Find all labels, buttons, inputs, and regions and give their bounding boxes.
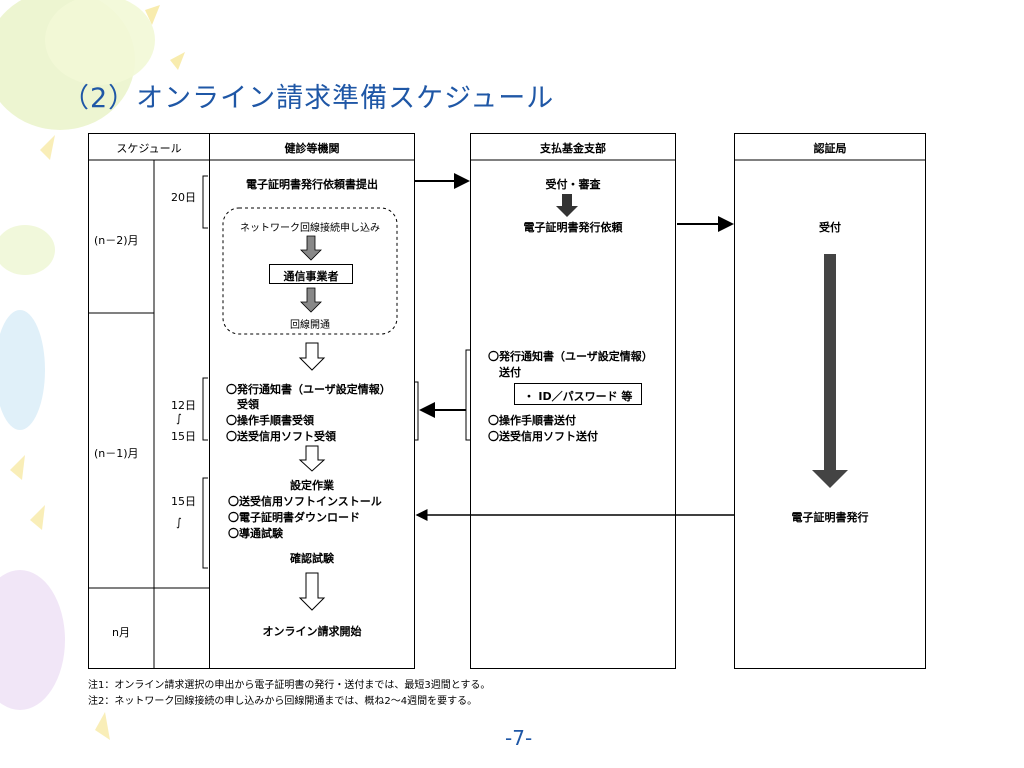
dark-arrow-down (556, 194, 578, 217)
clinic-soft: 〇送受信用ソフト受領 (226, 430, 336, 443)
carrier-box (269, 264, 353, 284)
clinic-test: 〇導通試験 (228, 527, 283, 540)
clinic-header-line (209, 159, 415, 161)
month-n-minus-2: (n－2)月 (94, 234, 139, 247)
gray-arrow-down (300, 287, 322, 313)
ca-issue: 電子証明書発行 (791, 511, 869, 524)
schedule-grid (88, 159, 210, 669)
clinic-manual: 〇操作手順書受領 (226, 414, 314, 427)
page-number: -7- (505, 726, 533, 750)
ca-receive: 受付 (819, 221, 841, 234)
clinic-notice: 〇発行通知書（ユーザ設定情報） (226, 383, 391, 396)
note-1: 注1：オンライン請求選択の申出から電子証明書の発行・送付までは、最短3週間とする… (88, 680, 491, 691)
clinic-start: オンライン請求開始 (262, 625, 362, 638)
bracket-clinic-right (414, 381, 419, 441)
carrier-label: 通信事業者 (283, 270, 339, 283)
clinic-notice-receive: 受領 (226, 398, 259, 411)
fund-header: 支払基金支部 (540, 142, 606, 155)
idpw-box (514, 383, 642, 405)
ca-header: 認証局 (813, 142, 847, 155)
clinic-line-open: 回線開通 (290, 320, 330, 331)
fund-notice: 〇発行通知書（ユーザ設定情報） (488, 350, 653, 363)
clinic-download: 〇電子証明書ダウンロード (228, 511, 360, 524)
tilde-mark: ∫ (176, 412, 182, 425)
day-12: 12日 (171, 399, 196, 412)
bracket-12-15 (202, 377, 208, 441)
fund-request: 電子証明書発行依頼 (523, 221, 623, 234)
month-n: n月 (112, 626, 130, 639)
hollow-arrow-down (298, 572, 326, 611)
fund-header-line (470, 159, 676, 161)
schedule-column (88, 133, 210, 669)
hollow-arrow-down (298, 445, 326, 472)
page-title: （2）オンライン請求準備スケジュール (62, 83, 555, 114)
clinic-install: 〇送受信用ソフトインストール (228, 495, 382, 508)
idpw-label: ・ ID／パスワード 等 (523, 390, 633, 403)
fund-soft: 〇送受信用ソフト送付 (488, 430, 598, 443)
fund-receive: 受付・審査 (545, 178, 601, 191)
clinic-network-apply: ネットワーク回線接続申し込み (240, 223, 380, 234)
hollow-arrow-down (298, 342, 326, 371)
ca-header-line (734, 159, 926, 161)
day-15: 15日 (171, 430, 196, 443)
day-15-second: 15日 (171, 495, 196, 508)
tilde-mark: ∫ (176, 516, 182, 529)
schedule-header: スケジュール (116, 142, 182, 155)
month-n-minus-1: (n－1)月 (94, 447, 139, 460)
clinic-setup: 設定作業 (290, 479, 334, 492)
fund-manual: 〇操作手順書送付 (488, 414, 576, 427)
fund-notice-send: 送付 (488, 366, 521, 379)
bracket-20 (202, 175, 208, 229)
network-dashed-box (222, 207, 398, 335)
ca-long-arrow-down (812, 254, 848, 488)
clinic-apply: 電子証明書発行依頼書提出 (246, 178, 378, 191)
bracket-fund-left (465, 349, 471, 441)
note-2: 注2：ネットワーク回線接続の申し込みから回線開通までは、概ね2～4週間を要する。 (88, 696, 478, 707)
clinic-confirm: 確認試験 (290, 552, 334, 565)
day-20: 20日 (171, 191, 196, 204)
bracket-15 (202, 477, 208, 569)
clinic-header: 健診等機関 (284, 142, 340, 155)
gray-arrow-down (300, 235, 322, 261)
